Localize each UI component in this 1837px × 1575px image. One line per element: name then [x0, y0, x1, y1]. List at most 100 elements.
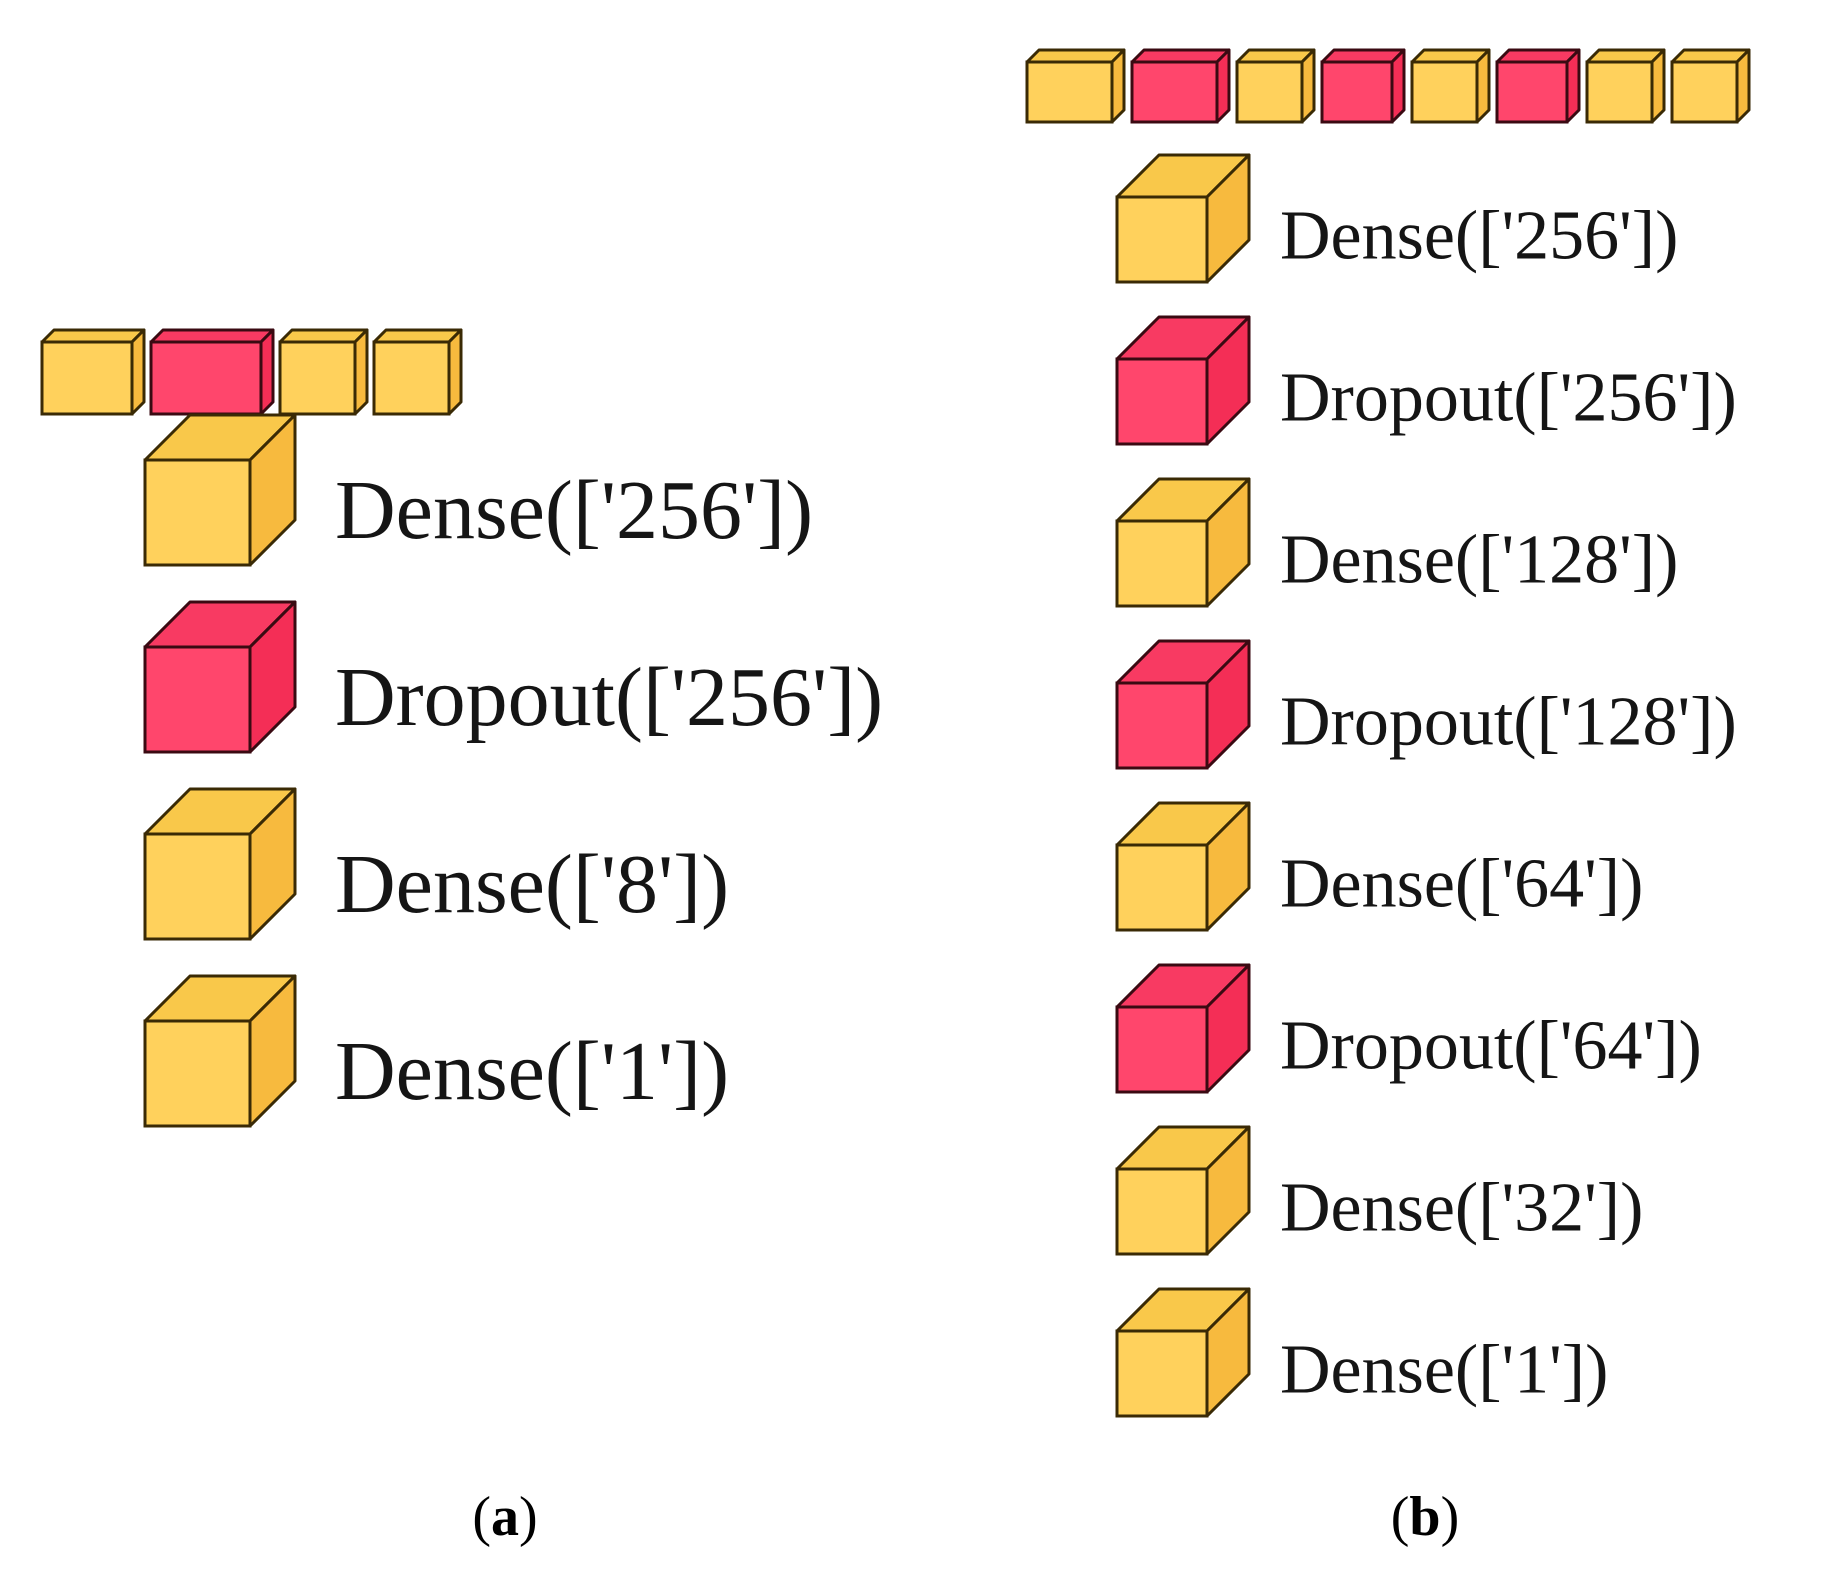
strip-block-dense — [1410, 48, 1491, 124]
legend-label: Dense(['8']) — [335, 838, 729, 931]
legend-cube-dense-front-face — [143, 1019, 252, 1128]
strip-block-dense-front-face — [372, 340, 451, 416]
legend-item: Dense(['1']) — [143, 974, 729, 1128]
strip-block-dropout — [1495, 48, 1581, 124]
legend-label: Dropout(['128']) — [1280, 684, 1737, 761]
legend-label: Dense(['256']) — [335, 464, 813, 557]
strip-block-dense — [278, 328, 369, 416]
legend-cube-dropout — [143, 600, 297, 754]
legend-item: Dense(['1']) — [1115, 1287, 1608, 1418]
strip-block-dropout-side-face — [1565, 48, 1581, 124]
strip-block-dense-side-face — [130, 328, 146, 416]
legend: Dense(['256']) Dropout(['256']) Dense(['12… — [1115, 153, 1737, 1418]
legend-cube-dense-front-face — [143, 832, 252, 941]
legend-cube-dropout-front-face — [1115, 1005, 1209, 1094]
strip-block-dropout — [1130, 48, 1231, 124]
legend-cube-dropout-front-face — [1115, 357, 1209, 446]
panel-a: Dense(['256']) Dropout(['256']) Dense(['8'… — [40, 328, 883, 1548]
legend-cube-dense-front-face — [1115, 195, 1209, 284]
legend-label: Dense(['256']) — [1280, 198, 1678, 275]
caption-letter: a — [491, 1486, 519, 1548]
legend-label: Dense(['128']) — [1280, 522, 1678, 599]
layer-strip — [1025, 48, 1751, 124]
legend-item: Dense(['256']) — [1115, 153, 1678, 284]
layer-strip — [40, 328, 463, 416]
strip-block-dense — [40, 328, 146, 416]
legend-cube-dense-front-face — [1115, 843, 1209, 932]
legend-item: Dropout(['64']) — [1115, 963, 1702, 1094]
strip-block-dropout-front-face — [1320, 60, 1394, 124]
strip-block-dropout-top-face — [149, 328, 275, 344]
strip-block-dense — [372, 328, 463, 416]
strip-block-dense-side-face — [1475, 48, 1491, 124]
caption-letter: b — [1409, 1486, 1440, 1548]
strip-block-dense — [1585, 48, 1666, 124]
strip-block-dropout-front-face — [149, 340, 263, 416]
legend-cube-dense — [1115, 801, 1251, 932]
panel-caption: (b) — [1391, 1486, 1459, 1548]
strip-block-dense-side-face — [1110, 48, 1126, 124]
legend-cube-dropout-front-face — [1115, 681, 1209, 770]
legend-item: Dense(['256']) — [143, 413, 813, 567]
strip-block-dense-side-face — [1735, 48, 1751, 124]
strip-block-dropout-side-face — [1215, 48, 1231, 124]
legend-label: Dropout(['256']) — [335, 651, 883, 744]
strip-block-dense-front-face — [1025, 60, 1114, 124]
strip-block-dense-front-face — [1670, 60, 1739, 124]
strip-block-dropout-side-face — [1390, 48, 1406, 124]
legend-cube-dropout — [1115, 639, 1251, 770]
legend-item: Dropout(['128']) — [1115, 639, 1737, 770]
legend: Dense(['256']) Dropout(['256']) Dense(['8'… — [143, 413, 883, 1128]
legend-item: Dense(['64']) — [1115, 801, 1643, 932]
caption-close-paren: ) — [519, 1486, 538, 1548]
strip-block-dense-front-face — [1410, 60, 1479, 124]
strip-block-dense-side-face — [447, 328, 463, 416]
legend-cube-dense-front-face — [1115, 1329, 1209, 1418]
legend-label: Dense(['32']) — [1280, 1170, 1643, 1247]
legend-item: Dense(['8']) — [143, 787, 729, 941]
legend-cube-dense — [1115, 153, 1251, 284]
strip-block-dropout-top-face — [1130, 48, 1231, 64]
legend-cube-dropout-front-face — [143, 645, 252, 754]
panel-caption: (a) — [472, 1486, 537, 1548]
caption-open-paren: ( — [472, 1486, 491, 1548]
strip-block-dense-top-face — [1025, 48, 1126, 64]
strip-block-dense-side-face — [1300, 48, 1316, 124]
strip-block-dense-top-face — [278, 328, 369, 344]
strip-block-dense-side-face — [353, 328, 369, 416]
legend-cube-dense-front-face — [143, 458, 252, 567]
strip-block-dense-top-face — [372, 328, 463, 344]
legend-item: Dense(['128']) — [1115, 477, 1678, 608]
legend-cube-dropout — [1115, 963, 1251, 1094]
panel-b: Dense(['256']) Dropout(['256']) Dense(['12… — [1025, 48, 1751, 1548]
legend-item: Dense(['32']) — [1115, 1125, 1643, 1256]
strip-block-dropout-side-face — [259, 328, 275, 416]
strip-block-dropout-front-face — [1495, 60, 1569, 124]
strip-block-dropout — [1320, 48, 1406, 124]
caption-close-paren: ) — [1441, 1486, 1460, 1548]
strip-block-dense-front-face — [278, 340, 357, 416]
legend-cube-dense — [143, 974, 297, 1128]
legend-cube-dropout — [1115, 315, 1251, 446]
legend-label: Dropout(['256']) — [1280, 360, 1737, 437]
legend-cube-dense — [143, 413, 297, 567]
legend-label: Dense(['1']) — [1280, 1332, 1608, 1409]
strip-block-dropout-front-face — [1130, 60, 1219, 124]
strip-block-dropout — [149, 328, 275, 416]
legend-cube-dense — [1115, 1287, 1251, 1418]
legend-label: Dense(['64']) — [1280, 846, 1643, 923]
legend-item: Dropout(['256']) — [143, 600, 883, 754]
strip-block-dense-front-face — [40, 340, 134, 416]
legend-cube-dense-front-face — [1115, 1167, 1209, 1256]
strip-block-dense-top-face — [40, 328, 146, 344]
legend-cube-dense-front-face — [1115, 519, 1209, 608]
strip-block-dense-front-face — [1235, 60, 1304, 124]
legend-cube-dense — [1115, 477, 1251, 608]
legend-label: Dropout(['64']) — [1280, 1008, 1702, 1085]
strip-block-dense-front-face — [1585, 60, 1654, 124]
strip-block-dense — [1025, 48, 1126, 124]
legend-cube-dense — [1115, 1125, 1251, 1256]
legend-label: Dense(['1']) — [335, 1025, 729, 1118]
legend-item: Dropout(['256']) — [1115, 315, 1737, 446]
